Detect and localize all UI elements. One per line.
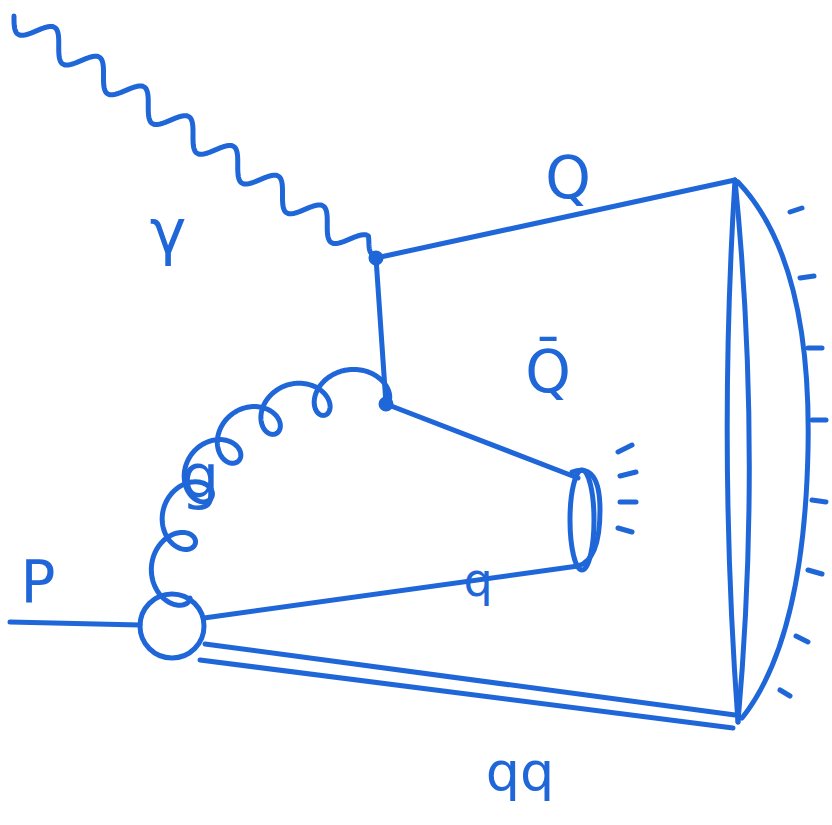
diquark-line <box>205 644 735 715</box>
propagator-line <box>376 258 386 404</box>
diquark-line <box>200 660 733 728</box>
hadron-tick <box>808 570 822 574</box>
hadron-tick <box>618 528 632 532</box>
hadron-tick <box>800 276 814 278</box>
particle-label: Q̄ <box>525 343 571 401</box>
particle-label: γ <box>150 201 187 263</box>
proton-line <box>10 622 140 625</box>
hadron-tick <box>618 445 632 452</box>
proton-blob <box>140 594 204 658</box>
hadron-tick <box>812 418 826 423</box>
jet-cone <box>572 470 600 566</box>
particle-label: P <box>21 553 56 611</box>
hadron-tick <box>620 472 636 476</box>
gluon-coil <box>151 369 389 605</box>
quark-line <box>204 566 578 618</box>
hadron-tick <box>808 346 822 351</box>
hadron-tick <box>780 690 790 696</box>
particle-label: qq <box>486 745 555 799</box>
particle-label: g <box>181 446 219 506</box>
particle-label: Q <box>545 149 591 207</box>
photon-wave <box>14 16 372 254</box>
jet-cone <box>735 180 749 722</box>
hadron-tick <box>796 636 808 642</box>
hadron-tick <box>620 500 636 505</box>
jet-cone <box>727 180 738 722</box>
hadron-tick <box>790 208 802 212</box>
particle-label: q <box>463 557 492 603</box>
jet-cone <box>738 182 808 718</box>
antiquark-line <box>386 404 578 478</box>
hadron-tick <box>812 500 826 502</box>
